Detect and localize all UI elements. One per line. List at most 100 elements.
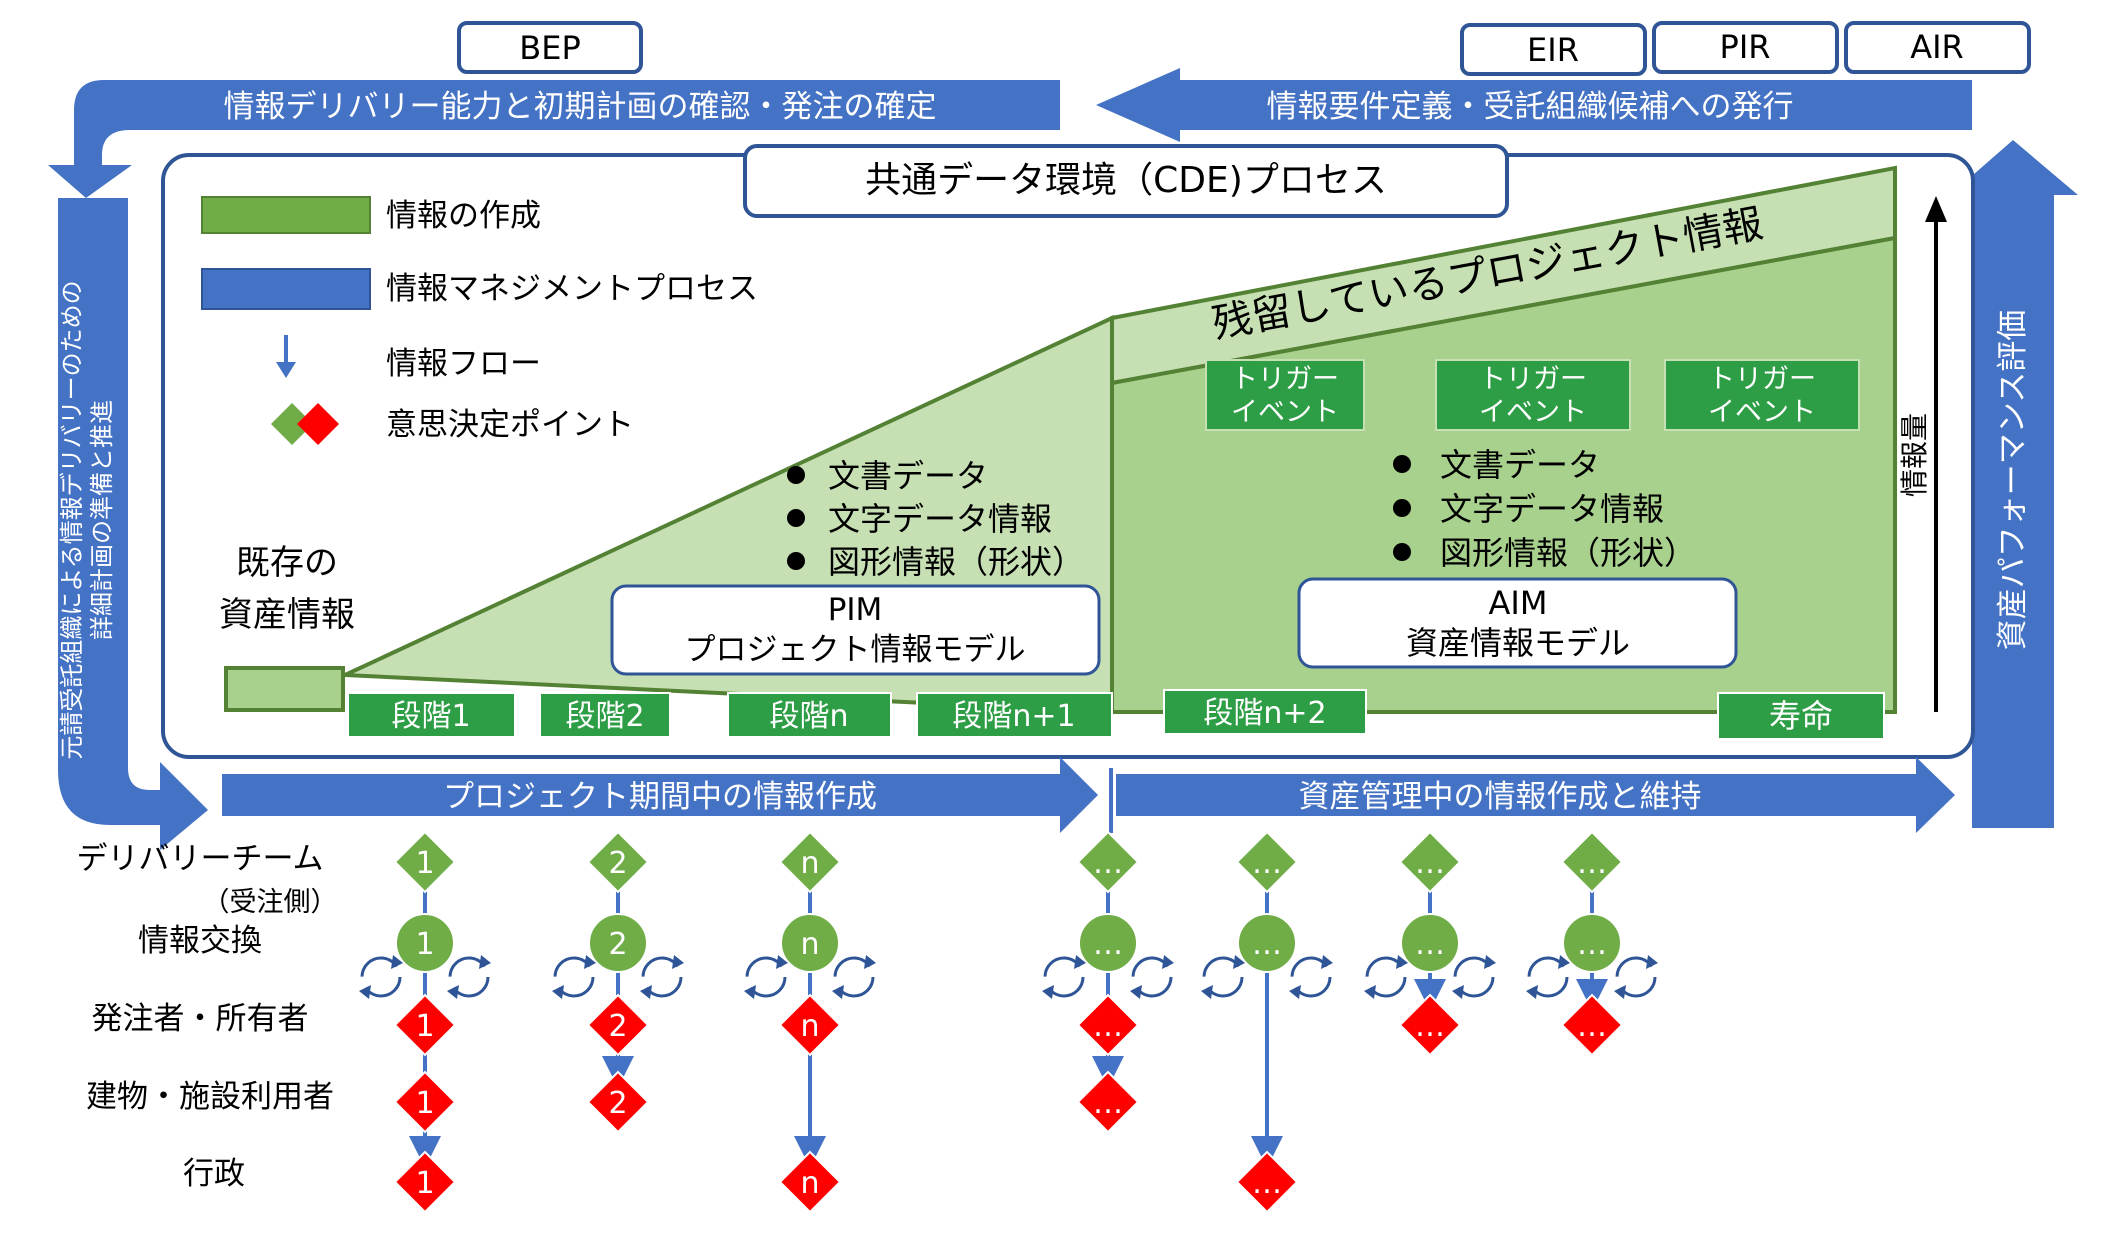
stage-2: 段階2 — [539, 692, 671, 738]
info-volume-label: 情報量 — [1898, 413, 1931, 497]
pim-box: PIM プロジェクト情報モデル — [610, 584, 1101, 676]
cde-title-box: 共通データ環境（CDE)プロセス — [743, 144, 1509, 218]
col-2-usr-diamond: 2 — [586, 1070, 650, 1134]
decision-col-more-1: ………… — [1042, 830, 1174, 1134]
col-more-1-usr-diamond: … — [1076, 1070, 1140, 1134]
pim-subtitle: プロジェクト情報モデル — [685, 632, 1026, 668]
col-more-4-cycle-right-icon — [1614, 955, 1658, 999]
doc-label-air: AIR — [1910, 28, 1964, 66]
svg-text:…: … — [1093, 927, 1123, 962]
doc-box-pir: PIR — [1652, 21, 1839, 74]
col-2-exchange-circle: 2 — [588, 913, 648, 973]
legend-red-diamond-icon — [297, 403, 339, 445]
svg-text:1: 1 — [415, 1166, 434, 1201]
stage-2-label: 段階2 — [565, 699, 644, 734]
doc-box-eir: EIR — [1460, 23, 1647, 76]
stage-n-plus-2-label: 段階n+2 — [1203, 696, 1326, 731]
col-more-4-own-diamond: … — [1560, 993, 1624, 1057]
doc-box-air: AIR — [1844, 21, 2031, 74]
aim-bullet-1: 文書データ — [1440, 446, 1600, 484]
svg-text:…: … — [1252, 1166, 1282, 1201]
trigger-event-1-line1: トリガー — [1231, 364, 1339, 395]
existing-asset-label-2: 資産情報 — [219, 595, 355, 635]
aim-bullet-list: 文書データ 文字データ情報 図形情報（形状） — [1393, 446, 1696, 572]
col-more-4-cycle-left-icon — [1526, 955, 1570, 999]
col-more-2-cycle-left-icon — [1201, 955, 1245, 999]
col-2-cycle-left-icon — [552, 955, 596, 999]
stage-n-plus-2: 段階n+2 — [1163, 689, 1367, 735]
info-volume-arrow: 情報量 — [1898, 196, 1947, 712]
top-left-arrow-label: 情報デリバリー能力と初期計画の確認・発注の確定 — [224, 89, 937, 125]
legend: 情報の作成 情報マネジメントプロセス 情報フロー 意思決定ポイント — [201, 196, 758, 445]
col-2-own-diamond: 2 — [586, 993, 650, 1057]
svg-text:2: 2 — [608, 1086, 627, 1121]
top-right-arrow: 情報要件定義・受託組織候補への発行 — [1096, 68, 1972, 142]
trigger-event-1: トリガー イベント — [1205, 359, 1365, 431]
stage-1: 段階1 — [347, 692, 516, 738]
legend-create-swatch — [201, 196, 371, 234]
aim-bullet-3: 図形情報（形状） — [1440, 534, 1696, 572]
left-side-arrow-label-2: 詳細計画の準備と推進 — [88, 400, 116, 640]
col-more-3-exchange-circle: … — [1400, 913, 1460, 973]
left-side-arrow-label-1: 元請受託組織による情報デリバリーのための — [58, 280, 86, 759]
legend-decision-label: 意思決定ポイント — [386, 407, 634, 443]
col-more-2-adm-diamond: … — [1235, 1150, 1299, 1214]
svg-text:1: 1 — [415, 1009, 434, 1044]
col-more-1-delivery-diamond: … — [1076, 830, 1140, 894]
trigger-event-2-line2: イベント — [1479, 397, 1587, 428]
left-side-arrow: 元請受託組織による情報デリバリーのための 詳細計画の準備と推進 — [58, 198, 208, 850]
stage-n-plus-1-label: 段階n+1 — [952, 699, 1075, 734]
col-n-delivery-diamond: n — [778, 830, 842, 894]
row-label-exchange: 情報交換 — [138, 923, 262, 959]
col-n-adm-diamond: n — [778, 1150, 842, 1214]
col-1-adm-diamond: 1 — [393, 1150, 457, 1214]
project-phase-arrow: プロジェクト期間中の情報作成 — [222, 757, 1098, 833]
col-1-exchange-circle: 1 — [395, 913, 455, 973]
stage-n: 段階n — [727, 692, 892, 738]
trigger-event-3-line2: イベント — [1708, 397, 1816, 428]
svg-text:n: n — [800, 1009, 819, 1044]
col-more-1-exchange-circle: … — [1078, 913, 1138, 973]
svg-text:1: 1 — [415, 927, 434, 962]
doc-box-bep: BEP — [457, 21, 643, 74]
decision-col-more-2: ……… — [1201, 830, 1333, 1214]
col-1-delivery-diamond: 1 — [393, 830, 457, 894]
doc-label-pir: PIR — [1720, 28, 1771, 66]
legend-flow-label: 情報フロー — [386, 346, 541, 382]
top-left-arrow: 情報デリバリー能力と初期計画の確認・発注の確定 — [48, 80, 1060, 198]
doc-label-bep: BEP — [519, 29, 580, 67]
stage-1-label: 段階1 — [391, 699, 470, 734]
decision-col-more-4: … … … — [1526, 830, 1658, 1057]
svg-text:1: 1 — [415, 1086, 434, 1121]
trigger-event-2: トリガー イベント — [1435, 359, 1631, 431]
svg-text:2: 2 — [608, 1009, 627, 1044]
trigger-event-1-line2: イベント — [1231, 397, 1339, 428]
stage-n-label: 段階n — [769, 699, 848, 734]
top-right-arrow-label: 情報要件定義・受託組織候補への発行 — [1267, 89, 1794, 125]
existing-asset-block — [224, 666, 345, 712]
col-more-4-delivery-diamond: … — [1560, 830, 1624, 894]
svg-text:n: n — [800, 927, 819, 962]
svg-text:…: … — [1577, 1009, 1607, 1044]
aim-subtitle: 資産情報モデル — [1406, 624, 1630, 662]
svg-text:n: n — [800, 1166, 819, 1201]
decision-columns: 111112222nnnn………………………………… — [359, 830, 1658, 1214]
asset-phase-arrow-label: 資産管理中の情報作成と維持 — [1299, 779, 1702, 815]
trigger-event-2-line1: トリガー — [1479, 364, 1587, 395]
row-label-admin: 行政 — [183, 1156, 245, 1192]
col-2-cycle-right-icon — [640, 955, 684, 999]
col-more-1-cycle-left-icon — [1042, 955, 1086, 999]
svg-text:…: … — [1577, 846, 1607, 881]
svg-text:n: n — [800, 846, 819, 881]
col-more-3-cycle-left-icon — [1364, 955, 1408, 999]
svg-text:…: … — [1577, 927, 1607, 962]
cde-title: 共通データ環境（CDE)プロセス — [865, 160, 1387, 201]
col-more-4-exchange-circle: … — [1562, 913, 1622, 973]
pim-bullet-2: 文字データ情報 — [828, 500, 1052, 538]
pim-title: PIM — [828, 592, 883, 628]
col-more-3-delivery-diamond: … — [1398, 830, 1462, 894]
pim-bullet-1: 文書データ — [828, 457, 988, 495]
col-more-3-cycle-right-icon — [1452, 955, 1496, 999]
